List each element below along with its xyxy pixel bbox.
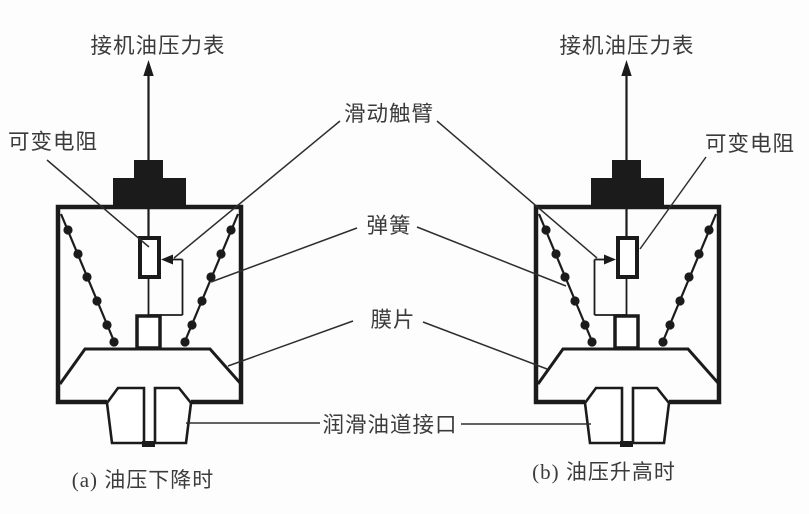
plunger — [613, 314, 640, 350]
caption-a: (a) 油压下降时 — [72, 468, 215, 492]
leader-variable-resistor-a — [46, 159, 150, 248]
sensor-a — [55, 60, 244, 447]
terminal-cap — [591, 160, 664, 208]
leader-spring-b — [416, 226, 567, 287]
spring-left — [537, 213, 597, 347]
spring-right — [180, 213, 240, 347]
leader-diaphragm-a — [227, 320, 354, 367]
leader-spring-a — [210, 227, 358, 283]
oil-port-label: 润滑油道接口 — [322, 413, 457, 437]
leader-diaphragm-b — [422, 321, 548, 370]
variable-resistor-label-b: 可变电阻 — [705, 132, 795, 156]
caption-b: (b) 油压升高时 — [532, 460, 676, 484]
gauge-label-a: 接机油压力表 — [90, 34, 225, 58]
leader-sliding-arm-a — [173, 120, 341, 259]
oil-fitting — [105, 386, 193, 447]
sliding-arm-label: 滑动触臂 — [344, 102, 434, 126]
spring-label: 弹簧 — [366, 214, 411, 238]
terminal-cap — [113, 160, 186, 208]
housing — [533, 204, 722, 405]
variable-resistor — [616, 236, 639, 279]
leader-lines — [46, 120, 707, 425]
variable-resistor — [138, 236, 161, 279]
housing — [55, 204, 244, 405]
plunger — [135, 314, 162, 350]
spring-right — [658, 213, 718, 347]
gauge-arrow-icon — [143, 60, 154, 238]
leader-sliding-arm-b — [436, 120, 598, 259]
oil-fitting — [583, 386, 671, 447]
leader-variable-resistor-b — [639, 156, 707, 250]
gauge-label-b: 接机油压力表 — [559, 34, 694, 58]
diaphragm-label: 膜片 — [370, 308, 415, 332]
variable-resistor-label-a: 可变电阻 — [8, 130, 98, 154]
sensor-b — [533, 60, 722, 447]
diaphragm — [58, 347, 243, 385]
diaphragm — [536, 347, 721, 385]
gauge-arrow-icon — [621, 60, 632, 238]
spring-left — [59, 213, 119, 347]
